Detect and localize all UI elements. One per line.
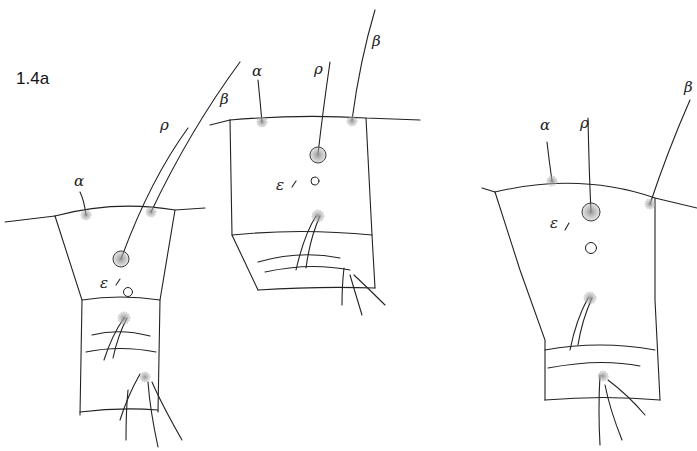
fold-line [545, 345, 655, 350]
seta [342, 268, 344, 305]
outline [655, 198, 660, 400]
seta-label: β [220, 92, 229, 107]
seta [578, 298, 592, 345]
outline [258, 287, 375, 290]
seta [608, 380, 645, 415]
fold-line [265, 266, 350, 272]
seta-label: ρ [160, 118, 169, 133]
seta-label: β [684, 80, 693, 95]
pore [311, 177, 319, 185]
microseta [292, 181, 296, 187]
pore [586, 243, 597, 254]
seta-socket [312, 210, 324, 222]
seta [306, 216, 320, 268]
seta-socket [547, 176, 557, 186]
seta [547, 142, 552, 181]
seta [588, 118, 591, 212]
fold-line [232, 232, 372, 236]
outline [158, 210, 175, 412]
seta-socket [310, 147, 326, 163]
microseta [116, 279, 120, 285]
seta-label: ε [550, 216, 558, 231]
seta-label: ε [100, 276, 108, 291]
seta [599, 375, 600, 445]
seta-socket [146, 207, 156, 217]
socket-ring [113, 251, 129, 267]
seta-socket [257, 117, 267, 127]
socket-ring [310, 147, 326, 163]
seta-socket [584, 292, 596, 304]
outline [366, 118, 375, 288]
microseta [565, 223, 569, 230]
figure-number: 1.4a [16, 70, 49, 87]
seta-label: β [372, 34, 381, 49]
fold-line [548, 362, 640, 368]
outline [495, 192, 545, 400]
seta-label: ρ [314, 62, 323, 77]
seta-label: α [74, 174, 84, 189]
fold-line [86, 349, 156, 353]
socket-ring [582, 203, 600, 221]
seta [258, 80, 262, 122]
outline [80, 409, 158, 412]
outline [482, 188, 495, 192]
seta [151, 62, 240, 212]
outline [545, 398, 660, 401]
seta [605, 385, 622, 440]
seta [352, 10, 375, 120]
pore [124, 288, 133, 297]
seta-socket [118, 312, 130, 324]
seta-socket [645, 199, 655, 209]
outline [55, 206, 205, 216]
seta-socket [598, 371, 608, 381]
outline [82, 297, 160, 300]
seta-socket [140, 372, 150, 382]
outline [5, 216, 55, 222]
seta-socket [347, 116, 357, 126]
outline [210, 120, 230, 125]
seta [650, 100, 690, 204]
seta-label: α [540, 118, 550, 133]
seta [296, 216, 316, 270]
seta-label: ρ [580, 116, 589, 131]
seta-socket [582, 203, 600, 221]
seta-label: ε [276, 178, 284, 193]
seta-label: α [252, 64, 262, 79]
outline [230, 120, 258, 290]
seta [152, 382, 182, 440]
seta [354, 275, 385, 305]
seta-socket [113, 251, 129, 267]
seta [126, 390, 128, 440]
outline [55, 216, 82, 415]
seta [120, 374, 140, 420]
seta-socket [81, 210, 91, 220]
seta [121, 128, 188, 259]
